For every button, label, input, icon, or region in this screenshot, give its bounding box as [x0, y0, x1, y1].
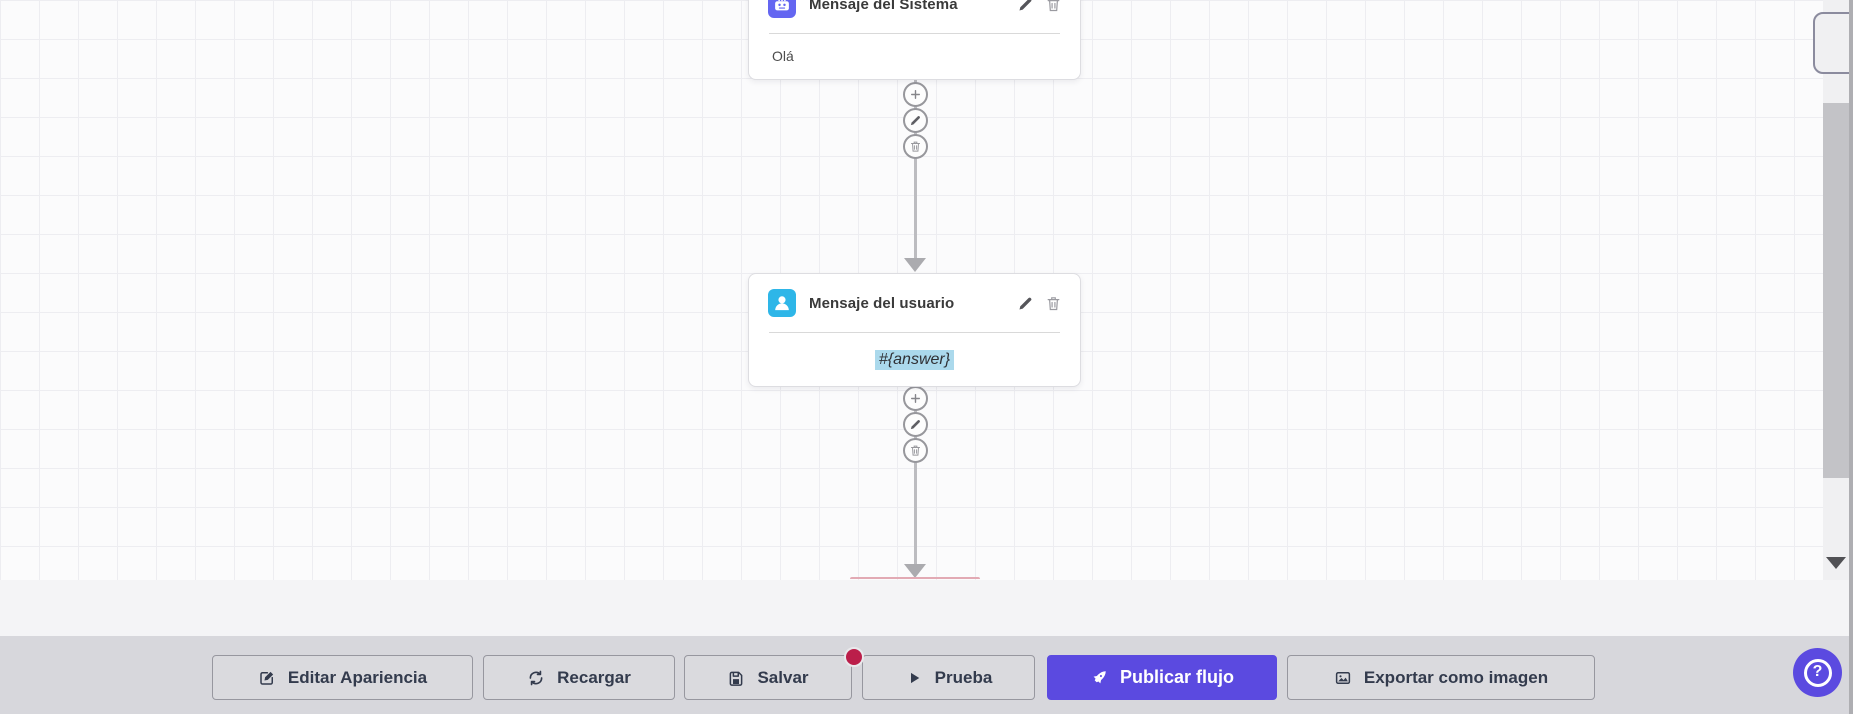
delete-node-icon[interactable] [1045, 295, 1062, 312]
node-card-user-message[interactable]: Mensaje del usuario #{answer} [748, 273, 1081, 387]
connector-add-button[interactable] [903, 82, 928, 107]
play-icon [910, 672, 919, 683]
unsaved-changes-badge [844, 647, 864, 667]
canvas-minimap-control[interactable] [1813, 12, 1853, 74]
save-icon [730, 671, 743, 686]
connector-arrowhead [904, 258, 926, 272]
button-label: Recargar [557, 667, 631, 687]
variable-chip: #{answer} [874, 350, 955, 370]
connector-arrowhead [904, 564, 926, 578]
delete-node-icon[interactable] [1045, 0, 1062, 13]
pencil-icon [910, 116, 920, 126]
node-divider [769, 33, 1060, 34]
user-icon [768, 289, 796, 317]
node-card-system-message[interactable]: Mensaje del Sistema Olá [748, 0, 1081, 80]
node-content: Olá [772, 48, 794, 64]
button-label: Salvar [757, 667, 809, 687]
canvas-vertical-scrollbar-thumb[interactable] [1823, 103, 1850, 478]
connector-line [914, 385, 917, 564]
robot-icon [768, 0, 796, 18]
flow-canvas[interactable]: Mensaje del Sistema Olá Mensaje del usua… [0, 0, 1823, 580]
edit-appearance-button[interactable]: Editar Apariencia [212, 655, 473, 700]
edit-square-icon [260, 671, 274, 685]
publish-flow-button[interactable]: Publicar flujo [1047, 655, 1277, 700]
next-card-top-edge [850, 577, 980, 579]
connector-edit-button[interactable] [903, 108, 928, 133]
question-circle-icon: ? [1803, 658, 1832, 687]
image-icon [1335, 671, 1351, 684]
button-label: Editar Apariencia [287, 667, 428, 687]
pencil-icon [910, 420, 920, 430]
bottom-toolbar: Editar Apariencia Recargar Salvar Prueba… [0, 636, 1849, 714]
save-button[interactable]: Salvar [684, 655, 852, 700]
trash-icon [910, 445, 921, 456]
node-header: Mensaje del Sistema [749, 0, 1080, 33]
plus-icon [911, 90, 920, 99]
node-title: Mensaje del usuario [809, 294, 955, 312]
connector-delete-button[interactable] [903, 438, 928, 463]
node-header: Mensaje del usuario [749, 274, 1080, 332]
question-mark: ? [1812, 663, 1823, 680]
button-label: Publicar flujo [1119, 667, 1234, 687]
button-label: Prueba [934, 667, 993, 687]
test-button[interactable]: Prueba [862, 655, 1035, 700]
connector-delete-button[interactable] [903, 134, 928, 159]
plus-icon [911, 394, 920, 403]
edit-node-icon[interactable] [1017, 295, 1034, 312]
trash-icon [910, 141, 921, 152]
help-button[interactable]: ? [1793, 648, 1842, 697]
node-title: Mensaje del Sistema [809, 0, 958, 13]
rocket-icon [1093, 670, 1106, 683]
canvas-footer-strip [0, 580, 1849, 636]
scrollbar-down-arrow-icon[interactable] [1826, 557, 1846, 569]
reload-icon [529, 670, 543, 685]
browser-scrollbar[interactable] [1849, 0, 1853, 714]
connector-add-button[interactable] [903, 386, 928, 411]
button-label: Exportar como imagen [1363, 667, 1549, 687]
export-image-button[interactable]: Exportar como imagen [1287, 655, 1595, 700]
reload-button[interactable]: Recargar [483, 655, 675, 700]
edit-node-icon[interactable] [1017, 0, 1034, 13]
connector-edit-button[interactable] [903, 412, 928, 437]
node-divider [769, 332, 1060, 333]
connector-line [914, 78, 917, 258]
node-content: #{answer} [749, 333, 1080, 387]
